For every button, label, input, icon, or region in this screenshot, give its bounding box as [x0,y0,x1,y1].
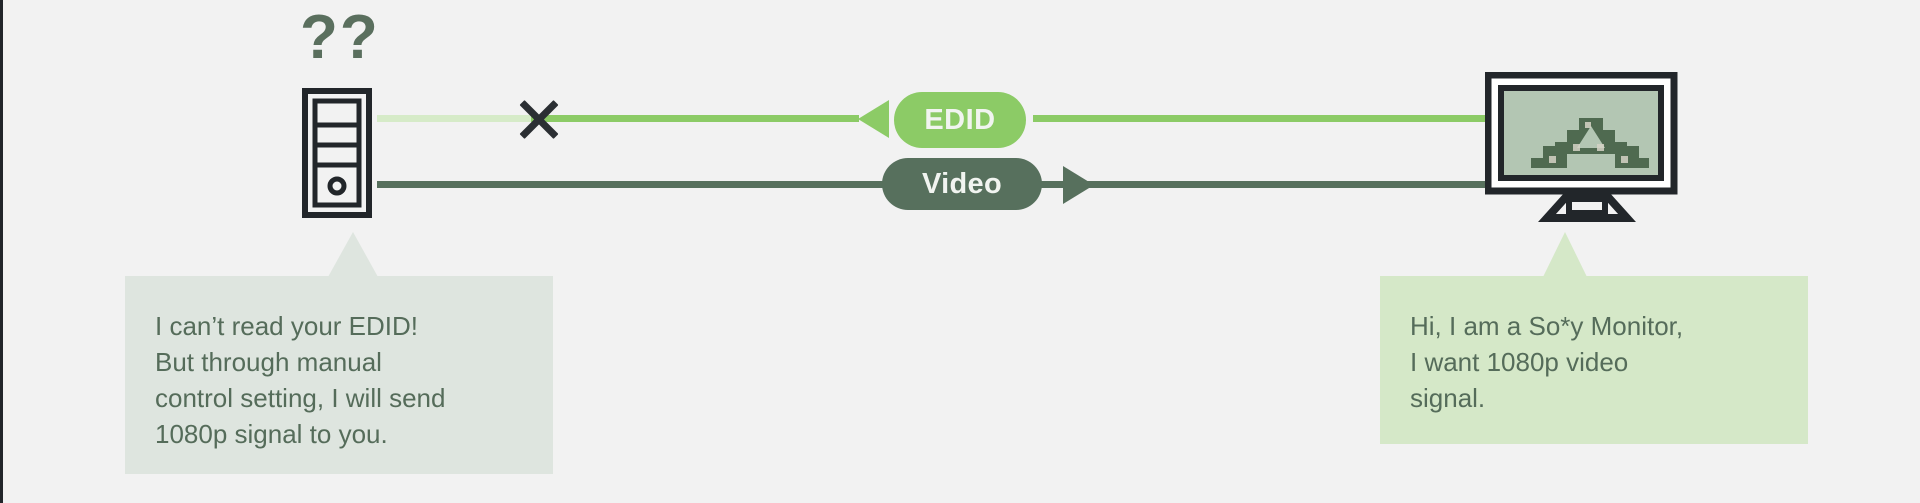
monitor-speech-bubble: Hi, I am a So*y Monitor, I want 1080p vi… [1380,276,1808,444]
question-marks-icon: ?? [300,3,380,72]
right-bubble-tail [1543,232,1587,277]
x-icon [515,95,563,143]
monitor-icon [1484,71,1695,224]
edid-line-blocked-segment [377,115,538,122]
pc-speech-bubble: I can’t read your EDID! But through manu… [125,276,553,474]
edid-label-pill: EDID [894,92,1026,148]
video-line-left-segment [377,181,885,188]
pc-tower-icon [302,88,372,218]
edid-arrowhead-icon [858,100,889,138]
left-bubble-tail [328,232,378,277]
edid-line-right-segment [1033,115,1485,122]
edid-line-active-segment [531,115,859,122]
video-label-pill: Video [882,158,1042,210]
video-line-right-segment [1033,181,1485,188]
